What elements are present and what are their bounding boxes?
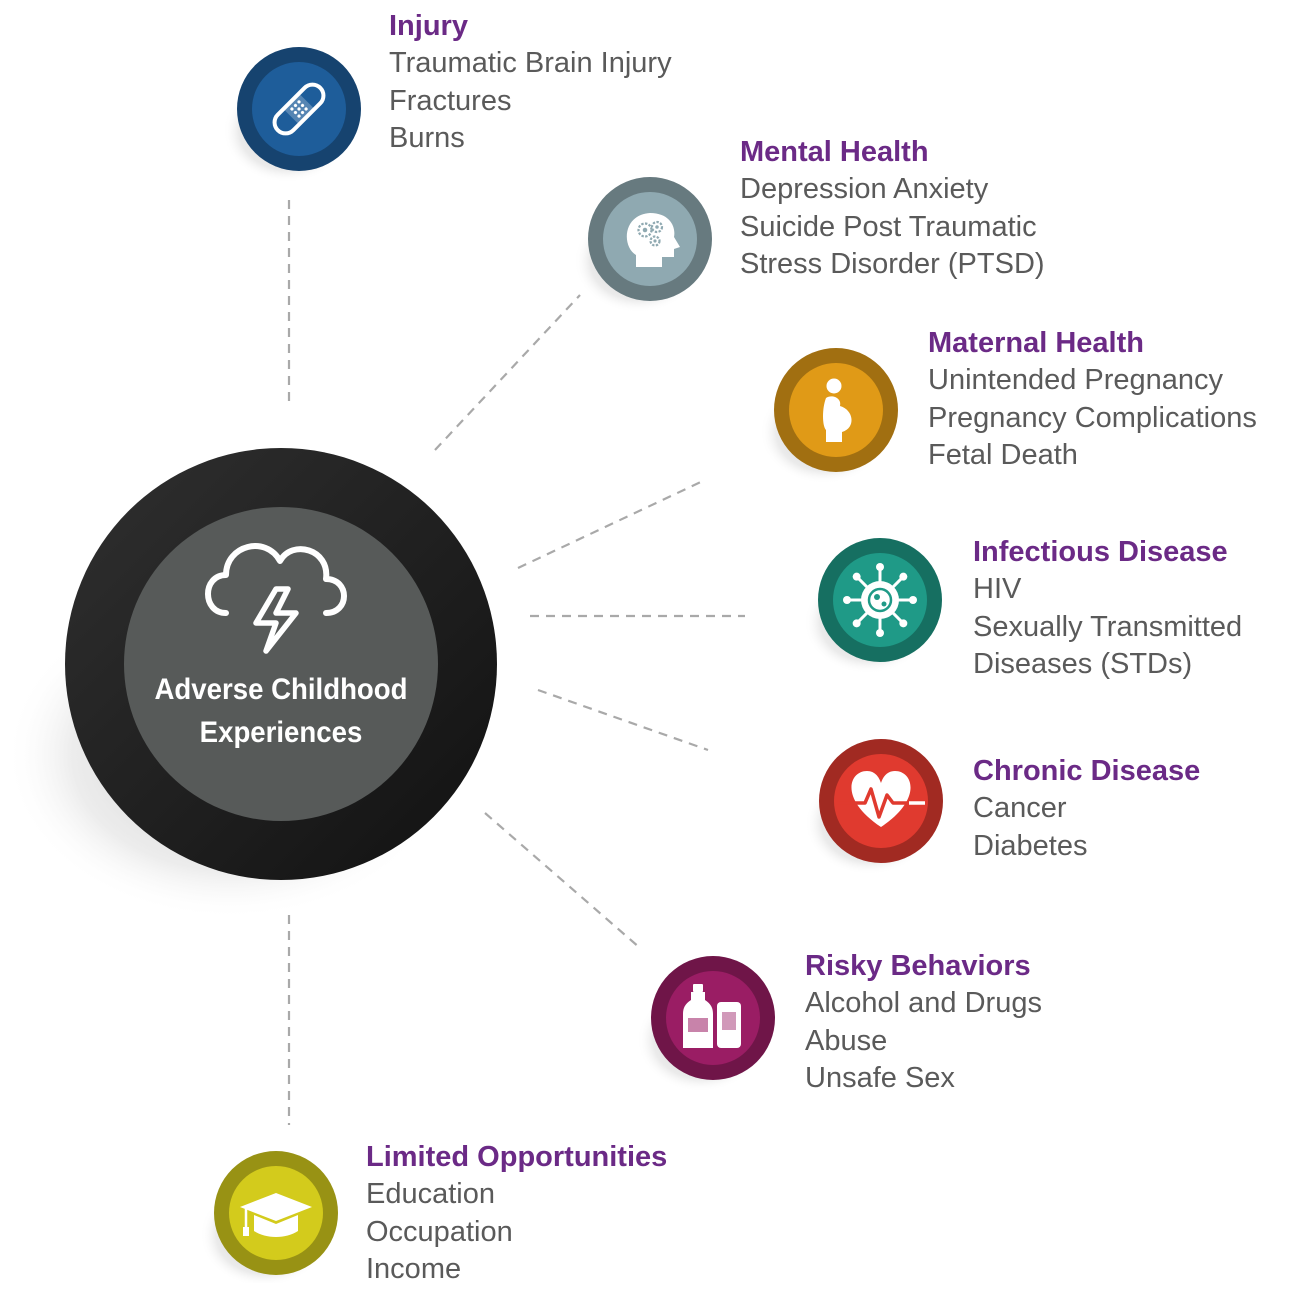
connector-lines bbox=[287, 200, 745, 1125]
category-node-infectious-disease bbox=[804, 538, 942, 674]
category-item: Fractures bbox=[389, 84, 512, 117]
category-item: Traumatic Brain Injury bbox=[389, 47, 672, 79]
storm-cloud-icon bbox=[205, 543, 347, 654]
connector-maternal-health bbox=[517, 479, 706, 569]
virus-icon bbox=[843, 563, 917, 637]
category-item: Alcohol and Drugs bbox=[805, 987, 1042, 1019]
category-item: Unsafe Sex bbox=[805, 1062, 955, 1094]
category-item: Depression Anxiety bbox=[740, 173, 989, 205]
center-title-line2: Experiences bbox=[199, 716, 363, 749]
category-node-injury bbox=[223, 47, 361, 183]
category-item: Income bbox=[366, 1253, 462, 1285]
bandage-icon bbox=[272, 82, 326, 136]
category-title: Limited Opportunities bbox=[366, 1141, 668, 1173]
category-item: Abuse bbox=[805, 1024, 888, 1057]
category-node-risky-behaviors bbox=[637, 956, 775, 1092]
category-node-limited-opportunities bbox=[200, 1151, 338, 1283]
pregnant-woman-icon bbox=[823, 378, 852, 442]
category-node-mental-health bbox=[574, 177, 712, 313]
category-title: Maternal Health bbox=[928, 327, 1144, 359]
category-item: Cancer bbox=[973, 792, 1067, 824]
bottles-icon bbox=[683, 984, 741, 1048]
connector-mental-health bbox=[434, 294, 581, 451]
center-inner-disc bbox=[124, 507, 438, 821]
category-item: Stress Disorder (PTSD) bbox=[740, 248, 1045, 280]
category-title: Mental Health bbox=[740, 136, 929, 168]
category-node-chronic-disease bbox=[805, 739, 943, 875]
category-title: Injury bbox=[389, 10, 468, 42]
category-item: Diabetes bbox=[973, 829, 1088, 862]
category-title: Chronic Disease bbox=[973, 755, 1201, 787]
category-item: Fetal Death bbox=[928, 439, 1078, 471]
category-title: Risky Behaviors bbox=[805, 950, 1031, 982]
category-item: Education bbox=[366, 1178, 495, 1210]
category-item: Unintended Pregnancy bbox=[928, 364, 1224, 396]
connector-risky-behaviors bbox=[484, 812, 641, 949]
category-item: Suicide Post Traumatic bbox=[740, 210, 1037, 243]
heart-pulse-icon bbox=[837, 771, 925, 827]
category-title: Infectious Disease bbox=[973, 536, 1228, 568]
connector-chronic-disease bbox=[537, 688, 709, 752]
center-title-line1: Adverse Childhood bbox=[154, 673, 408, 706]
category-node-maternal-health bbox=[760, 348, 898, 484]
category-item: Pregnancy Complications bbox=[928, 401, 1257, 434]
category-item: Burns bbox=[389, 122, 465, 154]
head-gears-icon bbox=[626, 213, 680, 267]
graduation-cap-icon bbox=[240, 1193, 312, 1237]
category-item: Sexually Transmitted bbox=[973, 610, 1243, 643]
category-circles bbox=[200, 47, 943, 1283]
category-item: Diseases (STDs) bbox=[973, 648, 1193, 680]
category-item: Occupation bbox=[366, 1215, 513, 1248]
center-node bbox=[5, 448, 497, 920]
category-item: HIV bbox=[973, 573, 1022, 605]
